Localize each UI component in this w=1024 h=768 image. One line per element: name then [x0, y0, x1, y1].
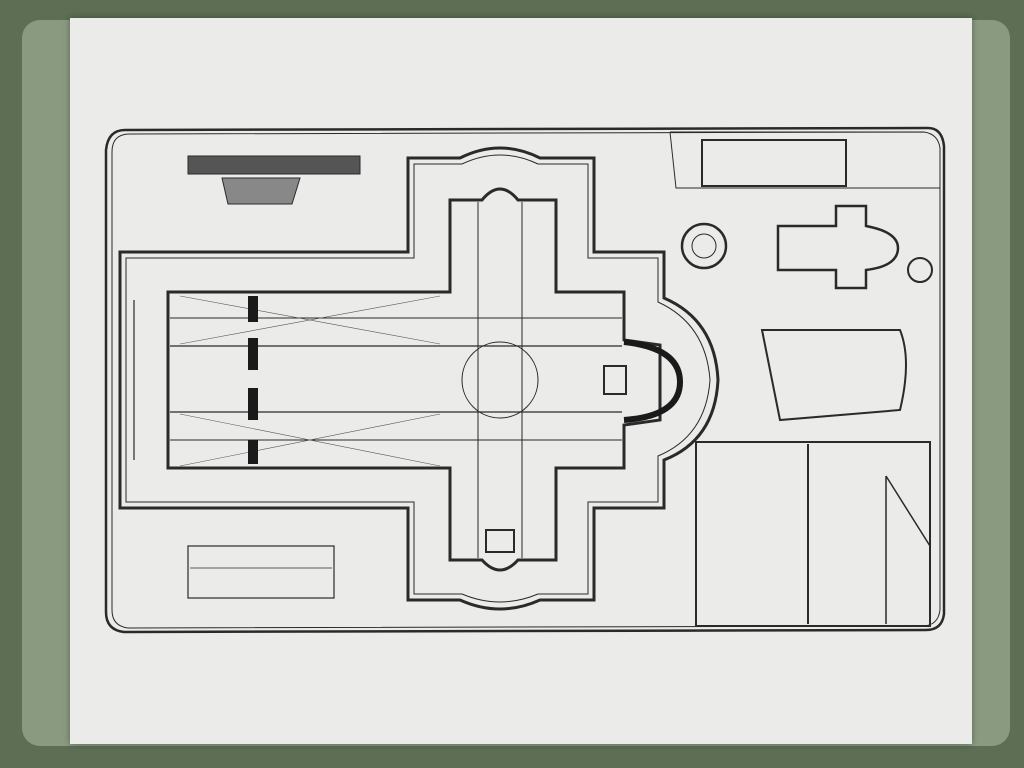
- entrance-piers: [248, 296, 258, 464]
- outer-border: [104, 126, 946, 634]
- roof-section-icon: [695, 441, 931, 627]
- early-basilica-plan-icon: [701, 139, 847, 187]
- altar: [603, 365, 627, 395]
- apse: [623, 339, 684, 423]
- apse-perspective-icon: [760, 329, 907, 422]
- title-cartouche-icon: [187, 155, 361, 175]
- small-rotunda-icon: [907, 257, 933, 283]
- basilica-outline: [166, 187, 662, 572]
- inscription-panel-icon: [187, 545, 335, 599]
- church-plan-icon: [776, 204, 900, 290]
- rotunda-plan-icon: [680, 222, 728, 270]
- enclosure-wall: [118, 146, 720, 611]
- south-chapel: [485, 529, 515, 553]
- crossing-dome: [461, 341, 539, 419]
